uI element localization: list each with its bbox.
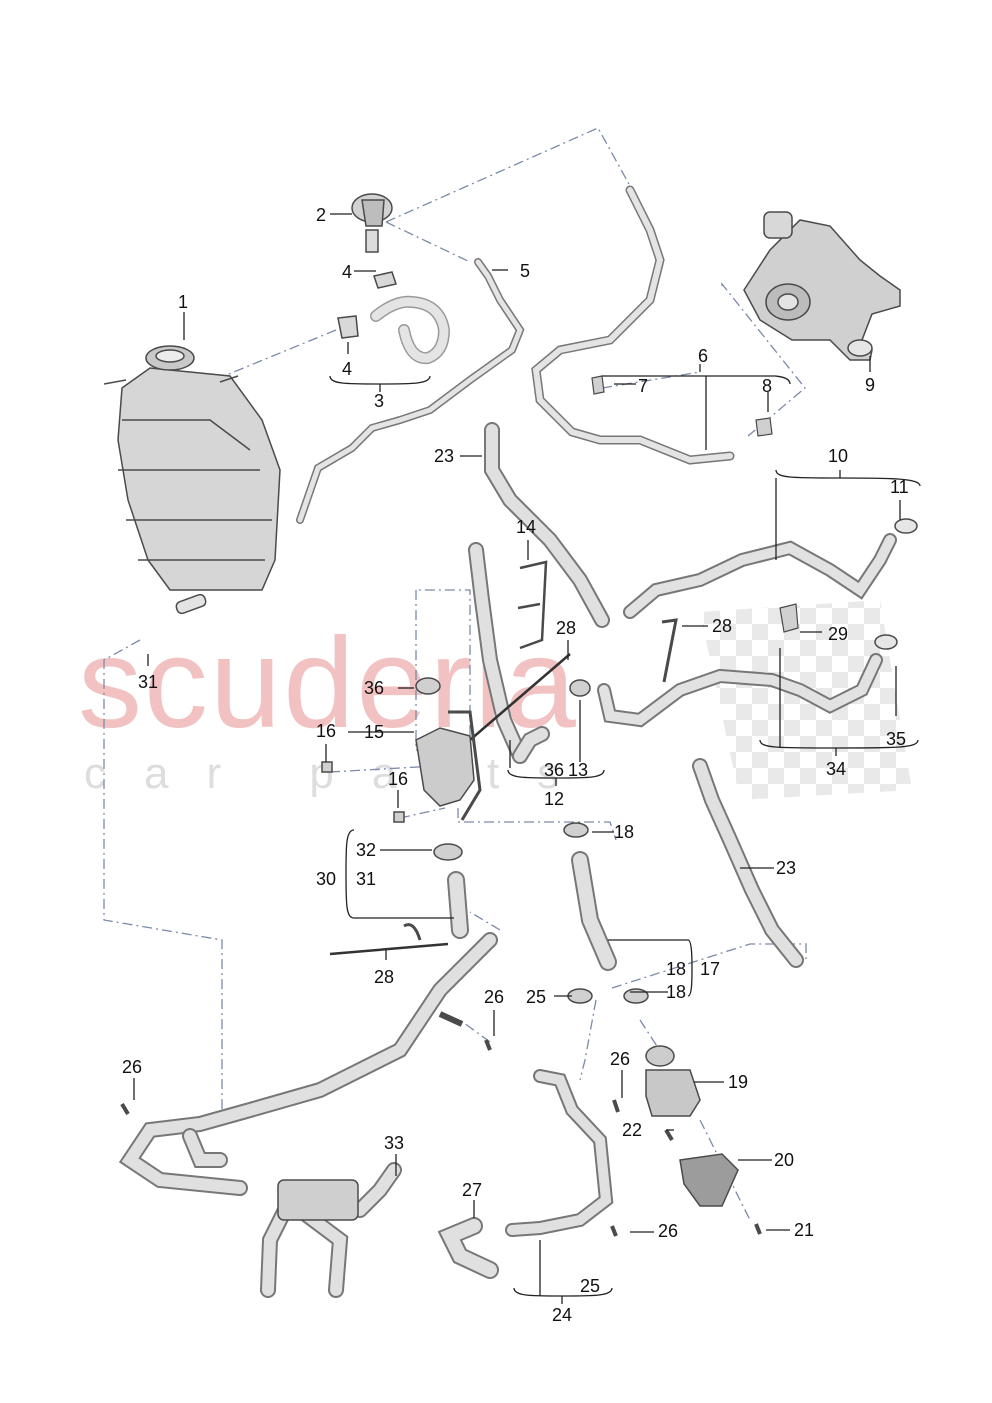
- hose-24: [437, 1069, 614, 1279]
- callout-29: 29: [828, 624, 849, 644]
- callout-33: 33: [384, 1133, 405, 1153]
- hose-23-upper: [484, 422, 610, 628]
- callout-26b: 26: [122, 1057, 143, 1077]
- callout-31b: 31: [356, 869, 377, 889]
- callout-27: 27: [462, 1180, 483, 1200]
- callout-1: 1: [178, 292, 189, 312]
- callout-8: 8: [762, 376, 773, 396]
- callout-28c: 28: [374, 967, 395, 987]
- callout-34: 34: [826, 759, 847, 779]
- callout-7: 7: [638, 376, 649, 396]
- hose-34: [597, 603, 898, 728]
- hose-33: [118, 932, 498, 1298]
- callout-6: 6: [698, 346, 709, 366]
- callout-17: 17: [700, 959, 721, 979]
- hose-23-lower: [692, 758, 804, 968]
- callout-2: 2: [316, 205, 327, 225]
- callout-23b: 23: [776, 858, 797, 878]
- callout-20: 20: [774, 1150, 795, 1170]
- auxiliary-water-pump: [120, 1039, 762, 1237]
- callout-32: 32: [356, 840, 377, 860]
- callout-22: 22: [622, 1120, 643, 1140]
- callout-10: 10: [828, 446, 849, 466]
- callout-18b: 18: [666, 959, 687, 979]
- callout-14: 14: [516, 517, 537, 537]
- callout-16b: 16: [388, 769, 409, 789]
- expansion-tank: [103, 345, 281, 615]
- hose-17: [563, 822, 649, 1004]
- callout-21: 21: [794, 1220, 815, 1240]
- callout-12: 12: [544, 789, 565, 809]
- thermostat-housing: [743, 211, 901, 361]
- callout-26d: 26: [658, 1221, 679, 1241]
- leader-lines: [133, 213, 921, 1304]
- callout-26: 26: [484, 987, 505, 1007]
- callout-30: 30: [316, 869, 337, 889]
- callout-19: 19: [728, 1072, 749, 1092]
- callout-18c: 18: [666, 982, 687, 1002]
- callout-23: 23: [434, 446, 455, 466]
- callout-18: 18: [614, 822, 635, 842]
- callout-25: 25: [526, 987, 547, 1007]
- callout-11: 11: [890, 477, 909, 497]
- callout-3: 3: [374, 391, 385, 411]
- callout-13: 13: [568, 760, 589, 780]
- callout-36b: 36: [544, 760, 565, 780]
- callout-5: 5: [520, 261, 531, 281]
- callout-16: 16: [316, 721, 337, 741]
- callout-36: 36: [364, 678, 385, 698]
- callout-31: 31: [138, 672, 159, 692]
- callout-24: 24: [552, 1305, 573, 1325]
- callout-4b: 4: [342, 359, 353, 379]
- callout-35: 35: [886, 729, 907, 749]
- callout-9: 9: [865, 375, 876, 395]
- dashed-reference-lines: [103, 127, 807, 1221]
- hose-10: [623, 518, 918, 619]
- callout-26c: 26: [610, 1049, 631, 1069]
- shutoff-valve: [321, 710, 482, 823]
- callout-28b: 28: [712, 616, 733, 636]
- hose-30: [329, 843, 469, 956]
- hose-12: [415, 542, 591, 764]
- cap-and-vent-hose: [337, 193, 451, 365]
- callout-15: 15: [364, 722, 385, 742]
- callout-25b: 25: [580, 1276, 601, 1296]
- breather-hose-5: [296, 258, 525, 524]
- callout-4: 4: [342, 262, 353, 282]
- hose-6: [531, 185, 773, 465]
- callout-28: 28: [556, 618, 577, 638]
